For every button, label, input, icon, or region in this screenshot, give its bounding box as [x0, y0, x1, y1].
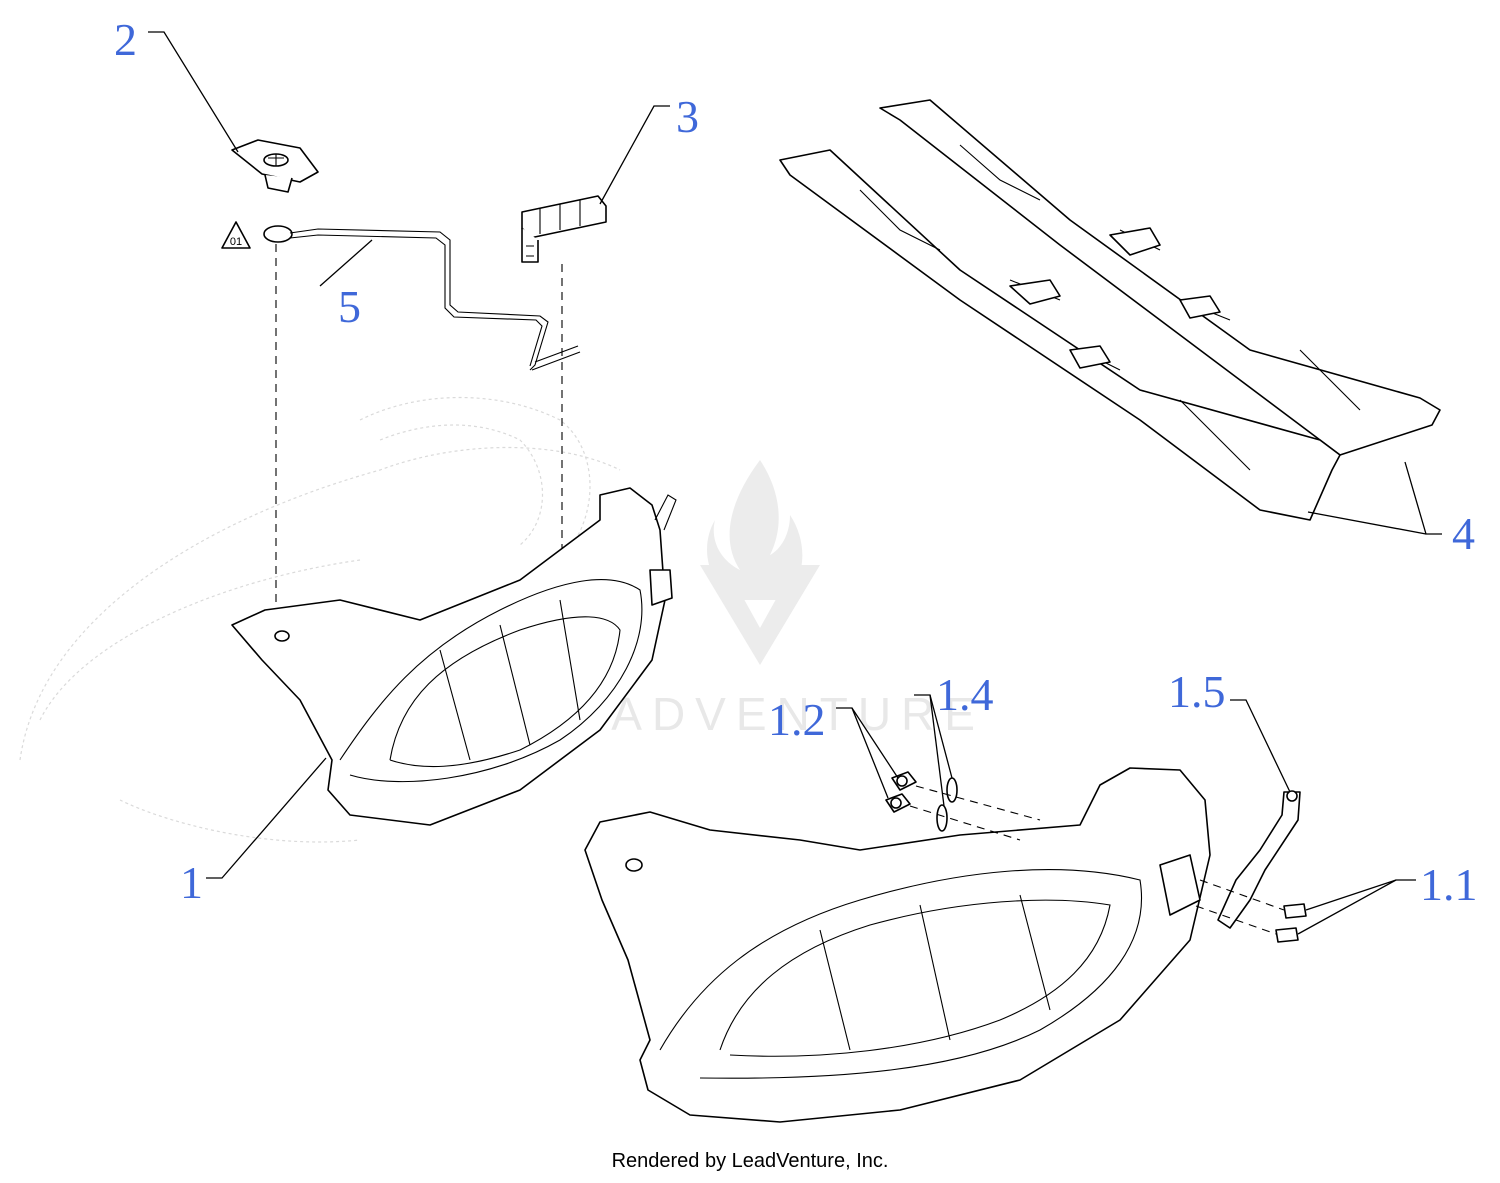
part-2-retainer — [231, 139, 319, 193]
explode-line-4 — [1195, 905, 1277, 935]
part-1-5-bracket — [1217, 790, 1301, 929]
callout-1-1: 1.1 — [1420, 859, 1478, 910]
callout-1-5: 1.5 — [1168, 666, 1226, 717]
callout-5: 5 — [338, 281, 361, 332]
explode-line-3 — [1199, 879, 1285, 911]
callout-1-2: 1.2 — [768, 694, 826, 745]
callout-3: 3 — [676, 91, 699, 142]
part-1-1-bolts — [1275, 903, 1307, 943]
leadventure-flame-logo — [700, 460, 820, 665]
part-4-blade-front — [779, 149, 1341, 521]
leader-lines — [148, 31, 1442, 935]
ghost-deck-outline — [19, 397, 621, 843]
part-1-chute-upper — [231, 487, 677, 826]
part-1-2-nuts — [885, 771, 917, 813]
warning-symbol-text: 01 — [230, 236, 242, 248]
footer-credit: Rendered by LeadVenture, Inc. — [611, 1150, 889, 1172]
part-3-trim-seal — [521, 195, 607, 263]
callout-1-4: 1.4 — [936, 669, 994, 720]
callout-2: 2 — [114, 14, 137, 65]
part-5-rod — [263, 225, 581, 371]
explode-line-1 — [915, 785, 1041, 821]
callout-1: 1 — [180, 857, 203, 908]
part-1-4-washers — [936, 777, 958, 832]
part-1-chute-exploded — [584, 767, 1211, 1123]
callout-4: 4 — [1452, 508, 1475, 559]
explode-line-2 — [909, 805, 1021, 841]
part-4-blade-rear — [879, 99, 1441, 456]
warning-triangle-icon — [221, 221, 251, 249]
